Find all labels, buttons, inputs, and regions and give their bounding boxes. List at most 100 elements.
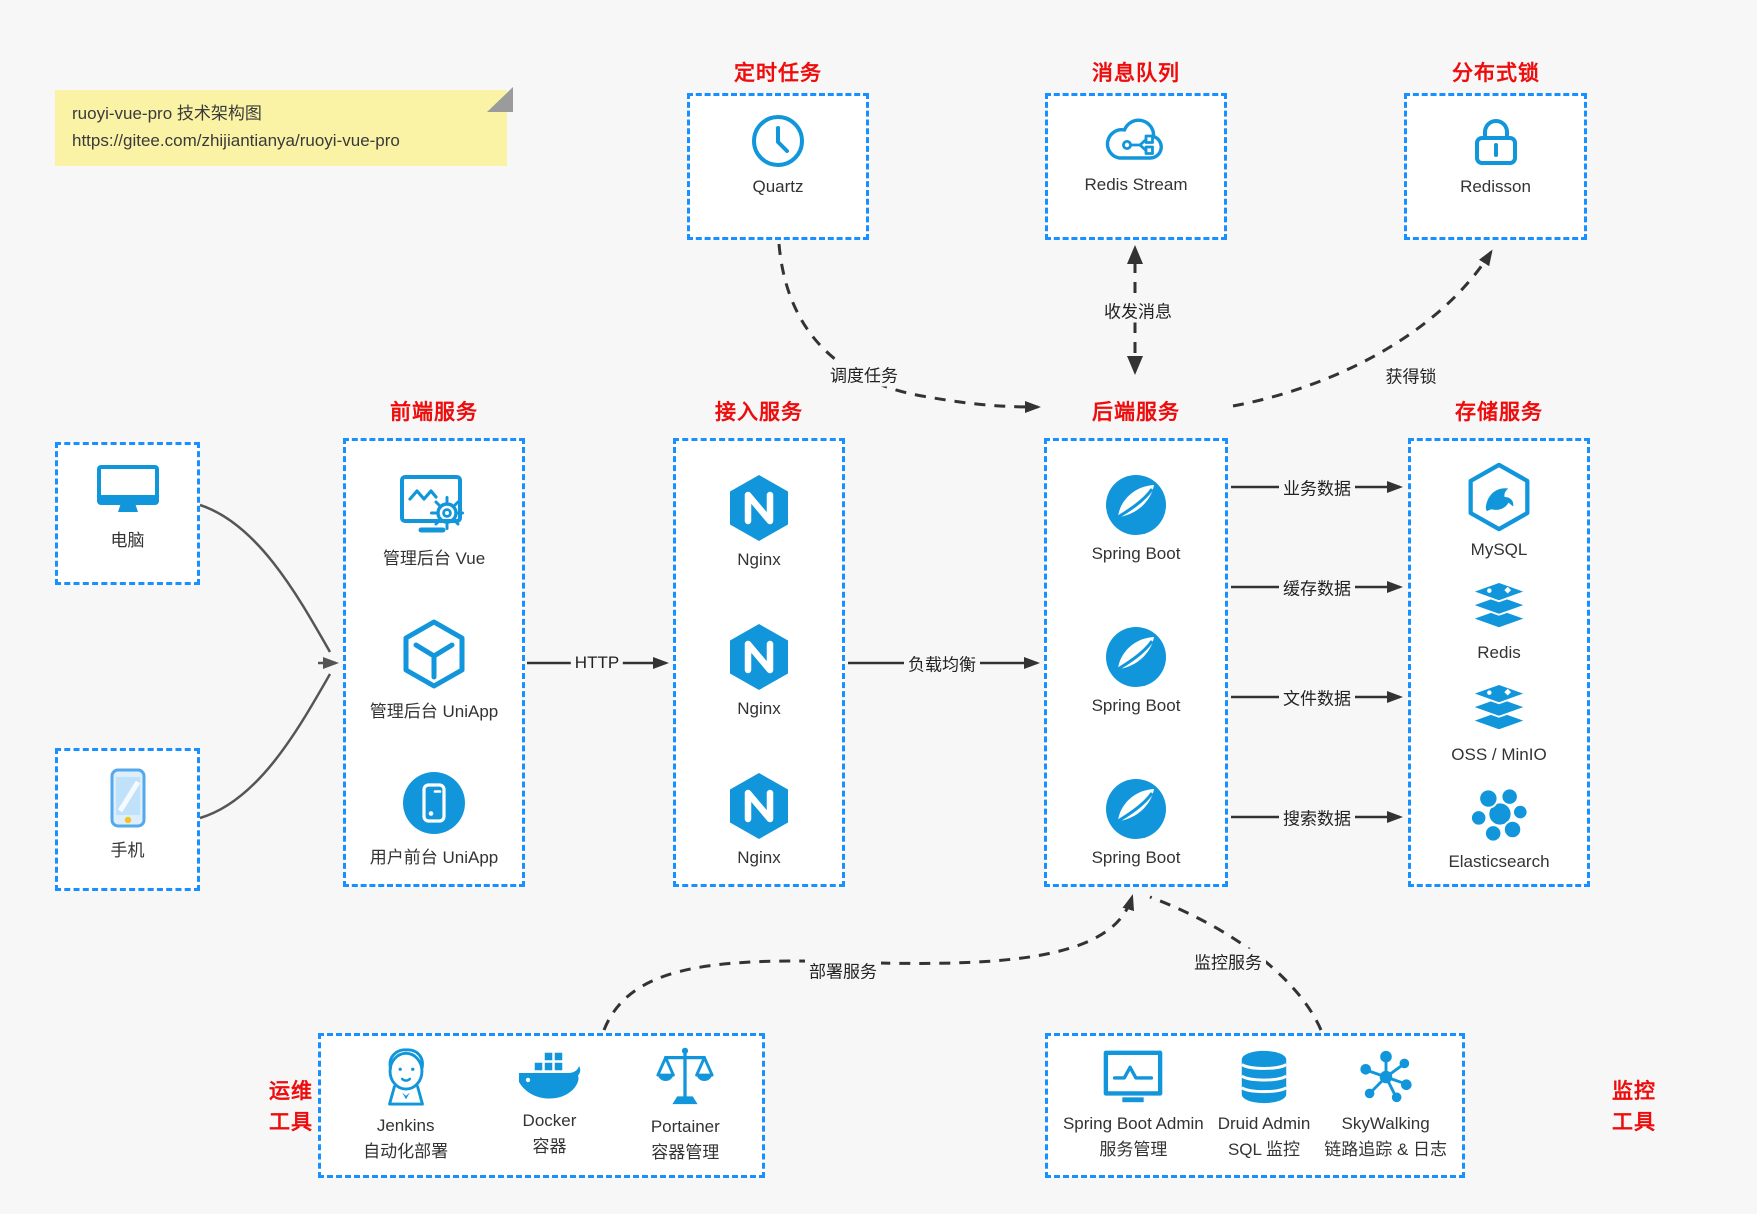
druid-db-icon (1237, 1048, 1291, 1106)
edge-label-search-data: 搜索数据 (1279, 804, 1355, 830)
title-storage-services: 存储服务 (1455, 401, 1543, 424)
node-sublabel-sba: 服务管理 (1099, 1140, 1168, 1159)
nginx-icon (727, 622, 791, 692)
node-label-druid: Druid Admin (1217, 1114, 1311, 1133)
node-mysql: MySQL (1465, 461, 1533, 560)
node-portainer: Portainer 容器管理 (651, 1045, 720, 1166)
title-frontend-services: 前端服务 (390, 401, 478, 424)
edge-messages-arrow-up (1127, 245, 1143, 264)
node-label-portainer: Portainer (650, 1117, 720, 1136)
clock-icon (749, 112, 807, 170)
edge-label-cache-data: 缓存数据 (1279, 574, 1355, 600)
title-backend-services: 后端服务 (1092, 401, 1180, 424)
title-distributed-lock: 分布式锁 (1452, 62, 1540, 85)
backend-services-box: Spring Boot Spring Boot Spring Boot (1044, 438, 1228, 887)
spring-boot-admin-icon (1102, 1048, 1164, 1106)
note-title: ruoyi-vue-pro 技术架构图 (72, 104, 262, 123)
elasticsearch-icon (1468, 785, 1530, 845)
docker-icon (516, 1051, 582, 1103)
node-label-spring-3: Spring Boot (1091, 848, 1181, 867)
node-sublabel-skywalking: 链路追踪 & 日志 (1324, 1140, 1448, 1159)
spring-icon (1104, 625, 1168, 689)
node-nginx-2: Nginx (727, 622, 791, 719)
node-label-redis: Redis (1477, 642, 1521, 662)
node-label-spring-2: Spring Boot (1091, 696, 1181, 715)
node-redis: Redis (1466, 580, 1532, 663)
node-admin-uniapp: 管理后台 UniApp (370, 618, 498, 722)
spring-icon (1104, 777, 1168, 841)
title-gateway-services: 接入服务 (715, 401, 803, 424)
node-label-phone: 手机 (110, 841, 145, 860)
node-spring-boot-admin: Spring Boot Admin 服务管理 (1063, 1048, 1204, 1163)
node-label-nginx-1: Nginx (737, 550, 781, 569)
note-url: https://gitee.com/zhijiantianya/ruoyi-vu… (72, 131, 400, 150)
title-ops-line2: 工具 (269, 1111, 313, 1134)
quartz-box: Quartz (687, 93, 869, 240)
node-sublabel-portainer: 容器管理 (651, 1143, 720, 1162)
edge-label-schedule: 调度任务 (826, 361, 902, 387)
edge-pc-to-frontend (199, 503, 332, 653)
edge-label-deploy: 部署服务 (805, 957, 881, 983)
node-label-redisson: Redisson (1460, 177, 1531, 196)
nginx-icon (727, 771, 791, 841)
node-label-nginx-3: Nginx (737, 848, 781, 867)
pc-client-box: 电脑 (55, 442, 200, 585)
edge-messages-arrow-down (1127, 356, 1143, 375)
node-nginx-3: Nginx (727, 771, 791, 868)
node-spring-boot-2: Spring Boot (1091, 625, 1181, 716)
node-sublabel-jenkins: 自动化部署 (363, 1142, 449, 1161)
monitor-tools-box: Spring Boot Admin 服务管理 Druid Admin SQL 监… (1045, 1033, 1465, 1178)
node-label-docker: Docker (522, 1111, 577, 1130)
node-druid-admin: Druid Admin SQL 监控 (1217, 1048, 1311, 1163)
node-elasticsearch: Elasticsearch (1448, 785, 1550, 872)
node-label-admin-vue: 管理后台 Vue (382, 549, 486, 568)
admin-vue-icon (396, 473, 472, 537)
edge-label-load-balance: 负载均衡 (904, 650, 980, 676)
title-ops-line1: 运维 (269, 1080, 313, 1103)
sticky-note: ruoyi-vue-pro 技术架构图 https://gitee.com/zh… (55, 90, 507, 166)
jenkins-icon (377, 1046, 435, 1108)
edge-label-lock: 获得锁 (1381, 362, 1441, 388)
title-message-queue: 消息队列 (1092, 62, 1180, 85)
node-user-uniapp: 用户前台 UniApp (370, 770, 498, 868)
edge-label-file-data: 文件数据 (1279, 684, 1355, 710)
oss-stack-icon (1466, 682, 1532, 738)
phone-client-box: 手机 (55, 748, 200, 891)
lock-icon (1467, 112, 1525, 170)
edge-phone-to-frontend (199, 673, 332, 820)
title-monitor-line1: 监控 (1612, 1080, 1656, 1103)
node-label-skywalking: SkyWalking (1341, 1114, 1430, 1133)
title-monitor-line2: 工具 (1612, 1111, 1656, 1134)
mobile-icon (105, 767, 151, 829)
edge-schedule (777, 243, 1041, 413)
edge-lock (1232, 249, 1493, 408)
title-ops-tools: 运维 工具 (269, 1076, 313, 1138)
uniapp-cube-icon (400, 618, 468, 690)
user-app-icon (401, 770, 467, 836)
gateway-services-box: Nginx Nginx Nginx (673, 438, 845, 887)
spring-icon (1104, 473, 1168, 537)
desktop-icon (94, 461, 162, 519)
node-label-user-uniapp: 用户前台 UniApp (369, 848, 499, 867)
node-docker: Docker 容器 (516, 1051, 582, 1160)
node-label-admin-uniapp: 管理后台 UniApp (369, 701, 499, 721)
node-skywalking: SkyWalking 链路追踪 & 日志 (1324, 1048, 1447, 1163)
mysql-icon (1465, 461, 1533, 533)
edge-label-http: HTTP (570, 653, 624, 673)
node-spring-boot-3: Spring Boot (1091, 777, 1181, 868)
node-label-redis-stream: Redis Stream (1084, 175, 1188, 194)
node-label-elasticsearch: Elasticsearch (1448, 851, 1550, 871)
node-label-nginx-2: Nginx (737, 699, 781, 718)
cloud-mq-icon (1101, 112, 1171, 168)
redis-stream-box: Redis Stream (1045, 93, 1227, 240)
nginx-icon (727, 473, 791, 543)
storage-services-box: MySQL Redis OSS / MinIO (1408, 438, 1590, 887)
node-label-sba: Spring Boot Admin (1062, 1114, 1204, 1133)
edge-label-monitor: 监控服务 (1190, 948, 1266, 974)
title-scheduled-tasks: 定时任务 (734, 62, 822, 85)
frontend-services-box: 管理后台 Vue 管理后台 UniApp 用户前台 UniApp (343, 438, 525, 887)
redis-stack-icon (1466, 580, 1532, 636)
node-admin-vue: 管理后台 Vue (383, 473, 485, 569)
node-label-quartz: Quartz (752, 177, 804, 196)
node-spring-boot-1: Spring Boot (1092, 473, 1180, 564)
